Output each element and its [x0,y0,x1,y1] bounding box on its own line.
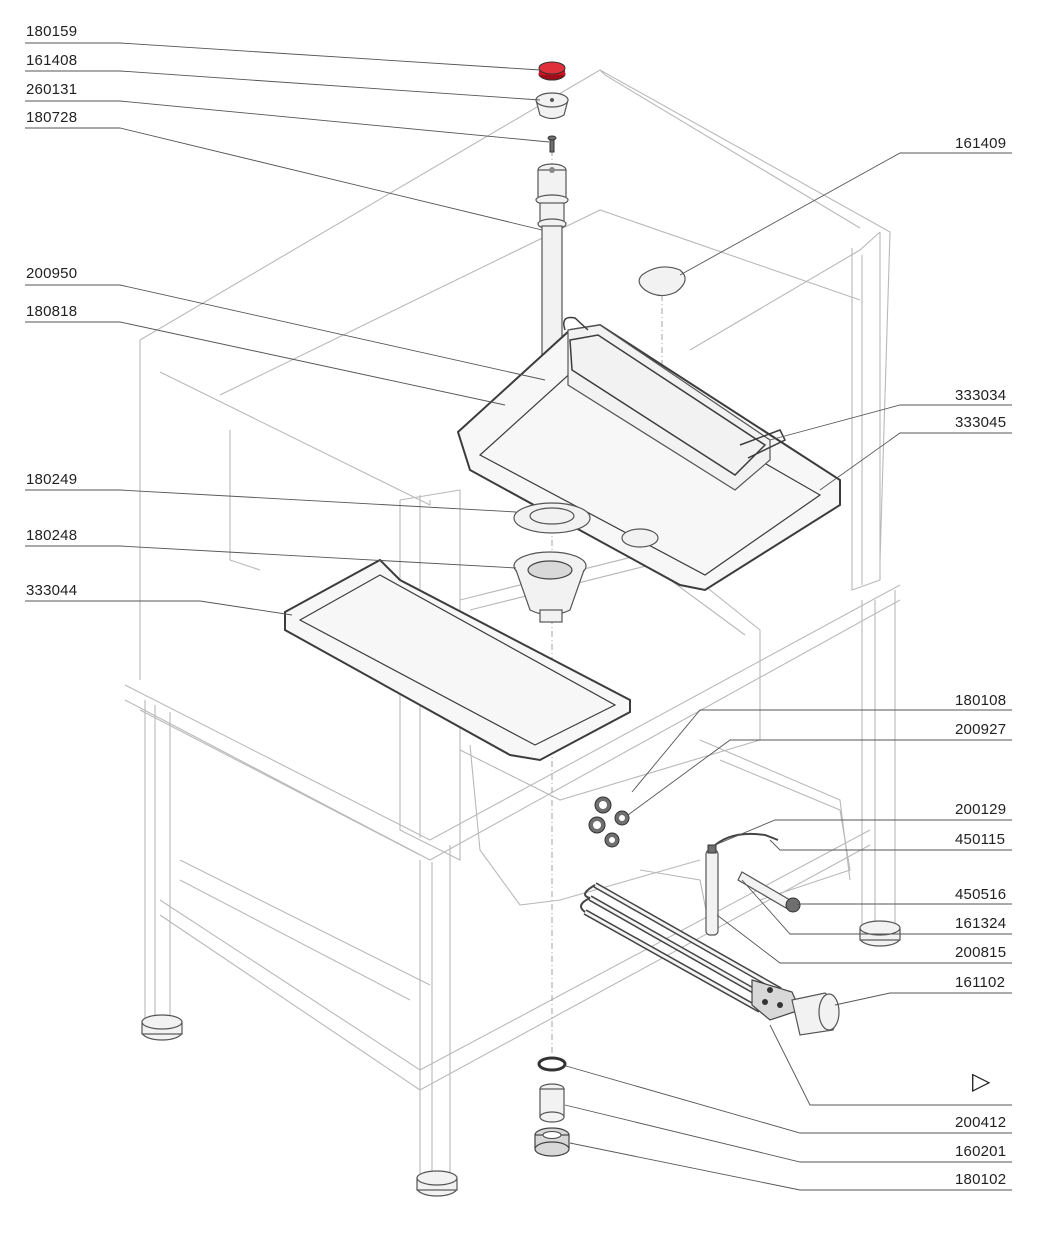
drain-flange-part [513,502,591,534]
bottom-gasket-part [537,1056,567,1072]
bottom-sleeve-part [539,1083,565,1123]
part-label-180108: 180108 [955,692,1007,709]
part-label-200927: 200927 [955,721,1007,738]
part-label-333034: 333034 [955,387,1007,404]
frame-feet [141,920,901,1197]
drain-body-part [513,551,587,623]
knob-part [535,92,569,120]
part-label-160201: 160201 [955,1143,1007,1160]
part-label-260131: 260131 [26,81,78,98]
cover-plate-part [638,266,686,297]
part-label-180728: 180728 [26,109,78,126]
part-label-200412: 200412 [955,1114,1007,1131]
triangle-marker-icon: ▷ [972,1067,991,1095]
part-label-200950: 200950 [26,265,78,282]
part-label-333045: 333045 [955,414,1007,431]
part-label-180248: 180248 [26,527,78,544]
lower-tray-part [284,558,631,762]
leader-lines [25,42,1012,1191]
part-label-161408: 161408 [26,52,78,69]
part-label-333044: 333044 [26,582,78,599]
part-label-180818: 180818 [26,303,78,320]
part-label-450115: 450115 [955,831,1006,848]
part-label-161102: 161102 [955,974,1006,991]
part-label-180102: 180102 [955,1171,1007,1188]
overflow-pipe-part [535,163,569,371]
part-label-200129: 200129 [955,801,1007,818]
part-label-450516: 450516 [955,886,1007,903]
part-label-180249: 180249 [26,471,78,488]
red-cap-part [538,61,566,81]
part-label-200815: 200815 [955,944,1007,961]
part-label-180159: 180159 [26,23,78,40]
part-label-161409: 161409 [955,135,1007,152]
rod-part [737,871,801,913]
element-cap-part [791,992,840,1036]
screw-part [547,135,557,153]
drain-basket-part [563,316,787,491]
heating-element-part [580,882,801,1021]
part-label-161324: 161324 [955,915,1007,932]
bottom-nut-part [534,1127,570,1157]
fittings-cluster [588,796,630,848]
